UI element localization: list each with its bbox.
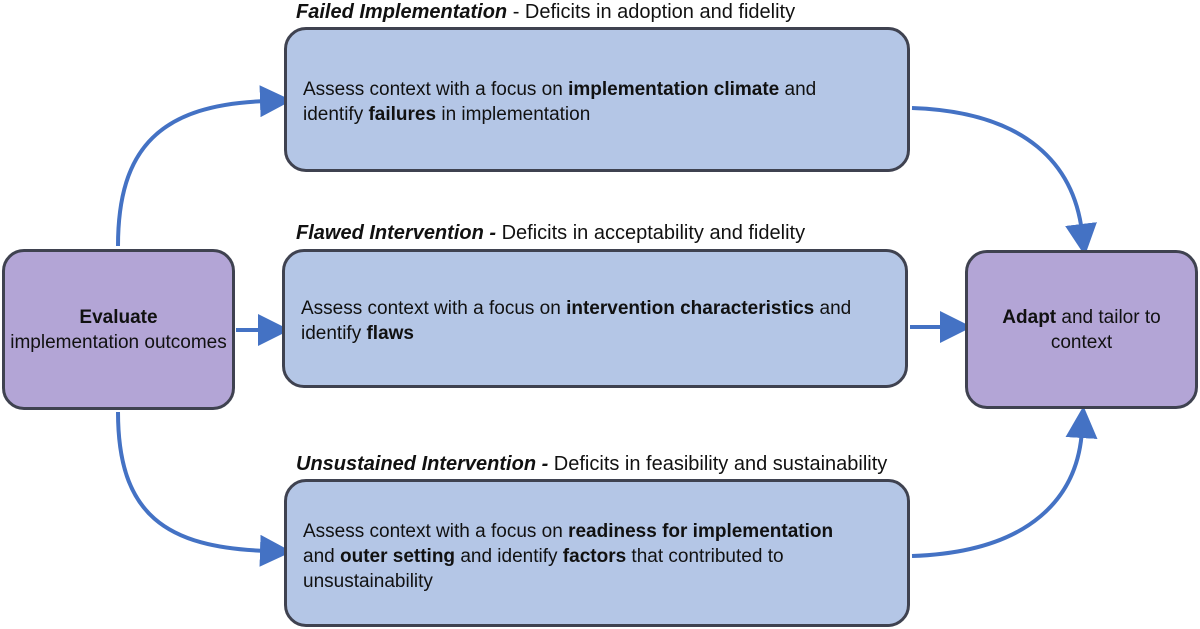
flawed-assessment-box: Assess context with a focus on intervent… [282,249,908,388]
unsustained-heading: Unsustained Intervention - Deficits in f… [296,452,887,476]
evaluate-rest: implementation outcomes [10,331,227,353]
failed-text-1: Assess context with a focus on [303,79,569,100]
failed-text-2: and identify [303,79,817,125]
adapt-text: Adapt and tailor to context [968,305,1195,355]
arrow-failed-to-adapt [911,106,1097,256]
failed-assessment-box: Assess context with a focus on implement… [284,27,910,172]
flawed-heading-bold: Flawed Intervention - [296,222,497,244]
adapt-box: Adapt and tailor to context [965,250,1198,409]
flawed-text-2: and identify [301,298,852,344]
flawed-heading-rest: Deficits in acceptability and fidelity [496,222,806,244]
arrow-evaluate-to-failed [116,85,292,247]
flawed-text-1: Assess context with a focus on [301,298,567,319]
failed-heading: Failed Implementation - Deficits in adop… [296,0,795,24]
unsustained-bold-outer-setting: outer setting [339,546,456,567]
arrow-evaluate-to-unsustained [116,411,292,567]
flawed-heading: Flawed Intervention - Deficits in accept… [296,221,805,245]
unsustained-text-2: and [303,546,340,567]
unsustained-text-1: Assess context with a focus on [303,521,569,542]
flawed-bold-characteristics: intervention characteristics [566,298,815,319]
adapt-bold: Adapt [1002,306,1057,328]
unsustained-text-4: that contributed to unsustainability [303,546,784,592]
flawed-assessment-text: Assess context with a focus on intervent… [301,296,881,346]
failed-heading-bold: Failed Implementation [296,1,508,23]
unsustained-text-3: and identify [455,546,563,567]
unsustained-assessment-box: Assess context with a focus on readiness… [284,479,910,627]
evaluate-box: Evaluate implementation outcomes [2,249,235,410]
unsustained-assessment-text: Assess context with a focus on readiness… [303,519,863,594]
unsustained-heading-rest: Deficits in feasibility and sustainabili… [548,453,888,475]
failed-heading-rest: - Deficits in adoption and fidelity [507,1,796,23]
arrow-unsustained-to-adapt [911,406,1098,558]
unsustained-heading-bold: Unsustained Intervention - [296,453,549,475]
unsustained-bold-readiness: readiness for implementation [568,521,834,542]
failed-text-3: in implementation [436,104,591,125]
failed-assessment-text: Assess context with a focus on implement… [303,77,863,127]
adapt-rest: and tailor to context [1050,306,1161,353]
unsustained-bold-factors: factors [562,546,627,567]
flawed-bold-flaws: flaws [366,323,415,344]
failed-bold-climate: implementation climate [568,79,780,100]
failed-bold-failures: failures [368,104,437,125]
evaluate-bold: Evaluate [79,306,158,328]
evaluate-text: Evaluate implementation outcomes [5,305,232,355]
